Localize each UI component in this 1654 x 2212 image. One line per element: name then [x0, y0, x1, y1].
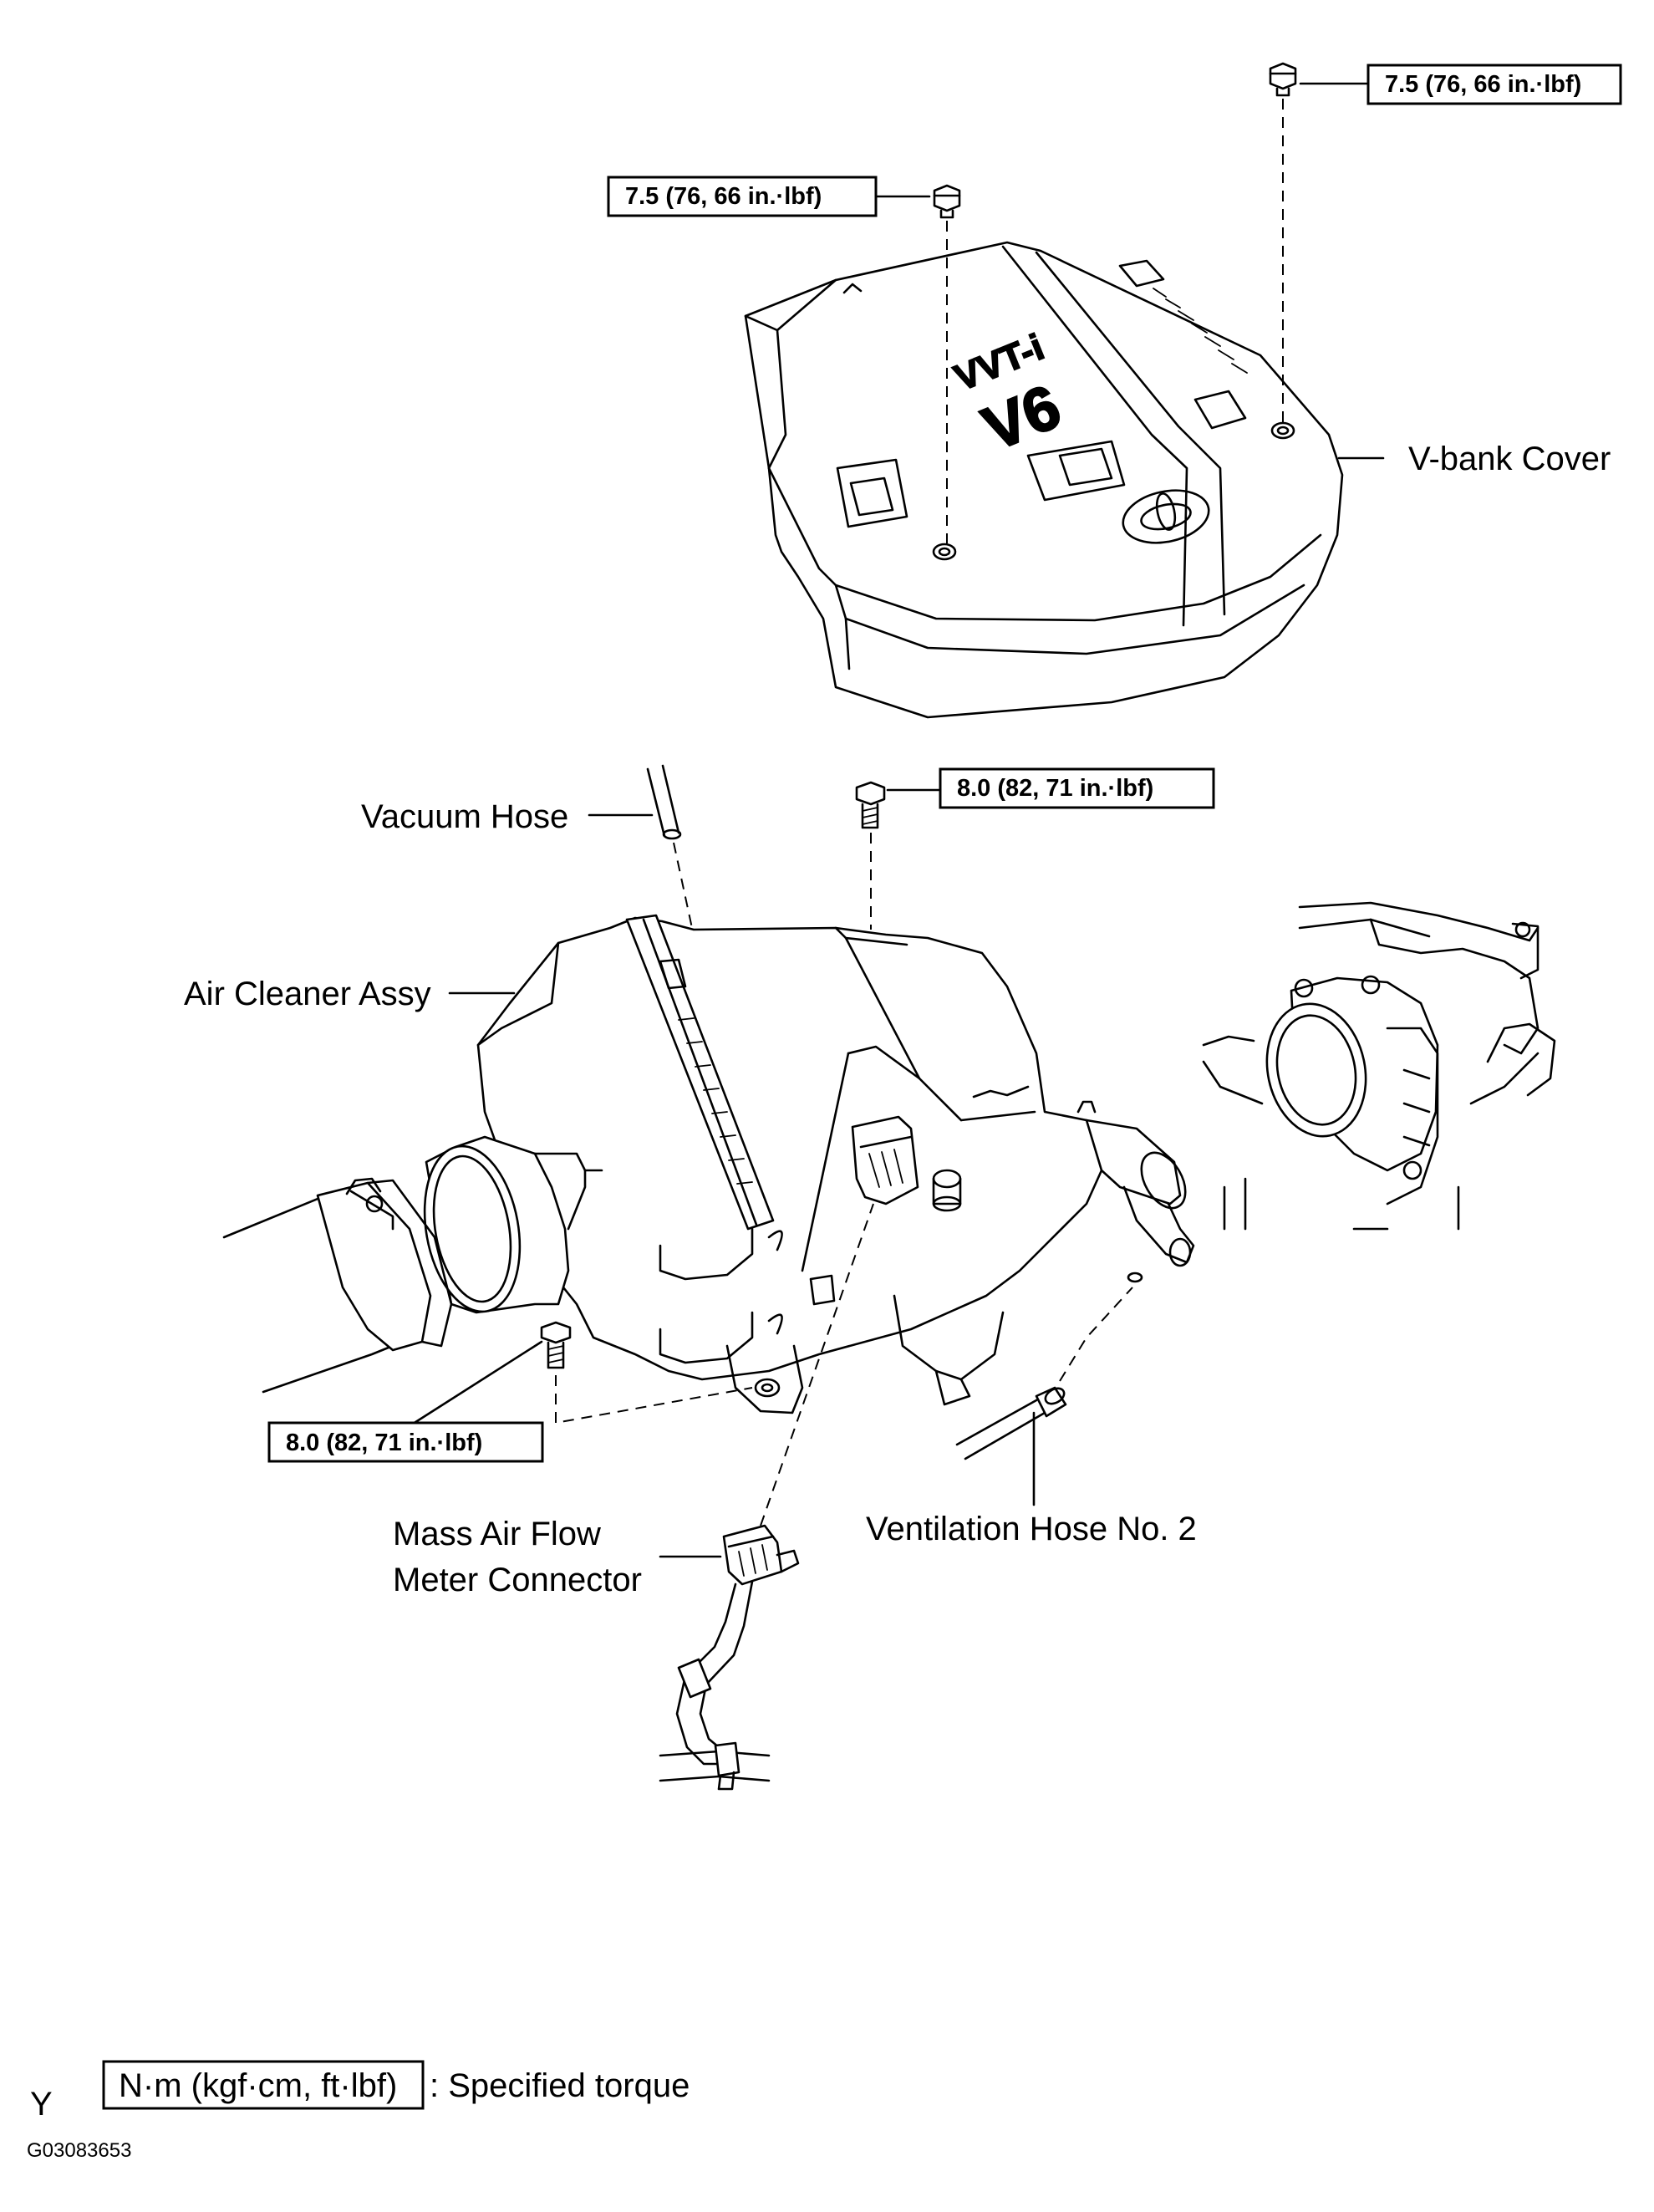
label-air-cleaner-assy: Air Cleaner Assy	[184, 976, 431, 1012]
air-cleaner-bolt-top	[855, 781, 886, 829]
torque-air-top: 8.0 (82, 71 in.·lbf)	[957, 775, 1153, 802]
air-cleaner-bolt-bottom	[540, 1321, 572, 1369]
vacuum-hose	[646, 764, 682, 840]
legend-text: : Specified torque	[430, 2067, 690, 2104]
cover-nut-right	[1269, 62, 1297, 97]
torque-box-vbank-left	[607, 176, 878, 217]
vbank-cover: V6 VVT-i	[744, 241, 1344, 719]
torque-vbank-left: 7.5 (76, 66 in.·lbf)	[625, 183, 822, 210]
label-ventilation-hose: Ventilation Hose No. 2	[866, 1511, 1197, 1547]
air-cleaner-assy	[423, 914, 1195, 1414]
wire-harness	[659, 1580, 771, 1791]
legend-unit-box	[102, 2060, 425, 2110]
torque-box-vbank-right	[1366, 64, 1622, 105]
ventilation-hose	[955, 1386, 1067, 1460]
legend-unit: N·m (kgf·cm, ft·lbf)	[119, 2067, 397, 2104]
label-vacuum-hose: Vacuum Hose	[361, 798, 568, 835]
throttle-body	[1202, 901, 1556, 1231]
figure-code: G03083653	[27, 2139, 131, 2162]
torque-air-bottom: 8.0 (82, 71 in.·lbf)	[286, 1430, 482, 1456]
cover-nut-left	[933, 184, 961, 219]
label-maf-connector-line1: Mass Air Flow	[393, 1516, 601, 1552]
torque-box-air-bottom	[267, 1421, 544, 1463]
intake-duct	[222, 1177, 453, 1394]
maf-connector	[722, 1524, 800, 1586]
label-maf-connector-line2: Meter Connector	[393, 1562, 642, 1598]
torque-vbank-right: 7.5 (76, 66 in.·lbf)	[1385, 71, 1581, 98]
torque-box-air-top	[939, 767, 1215, 809]
label-vbank-cover: V-bank Cover	[1408, 441, 1611, 477]
corner-letter: Y	[30, 2086, 53, 2123]
